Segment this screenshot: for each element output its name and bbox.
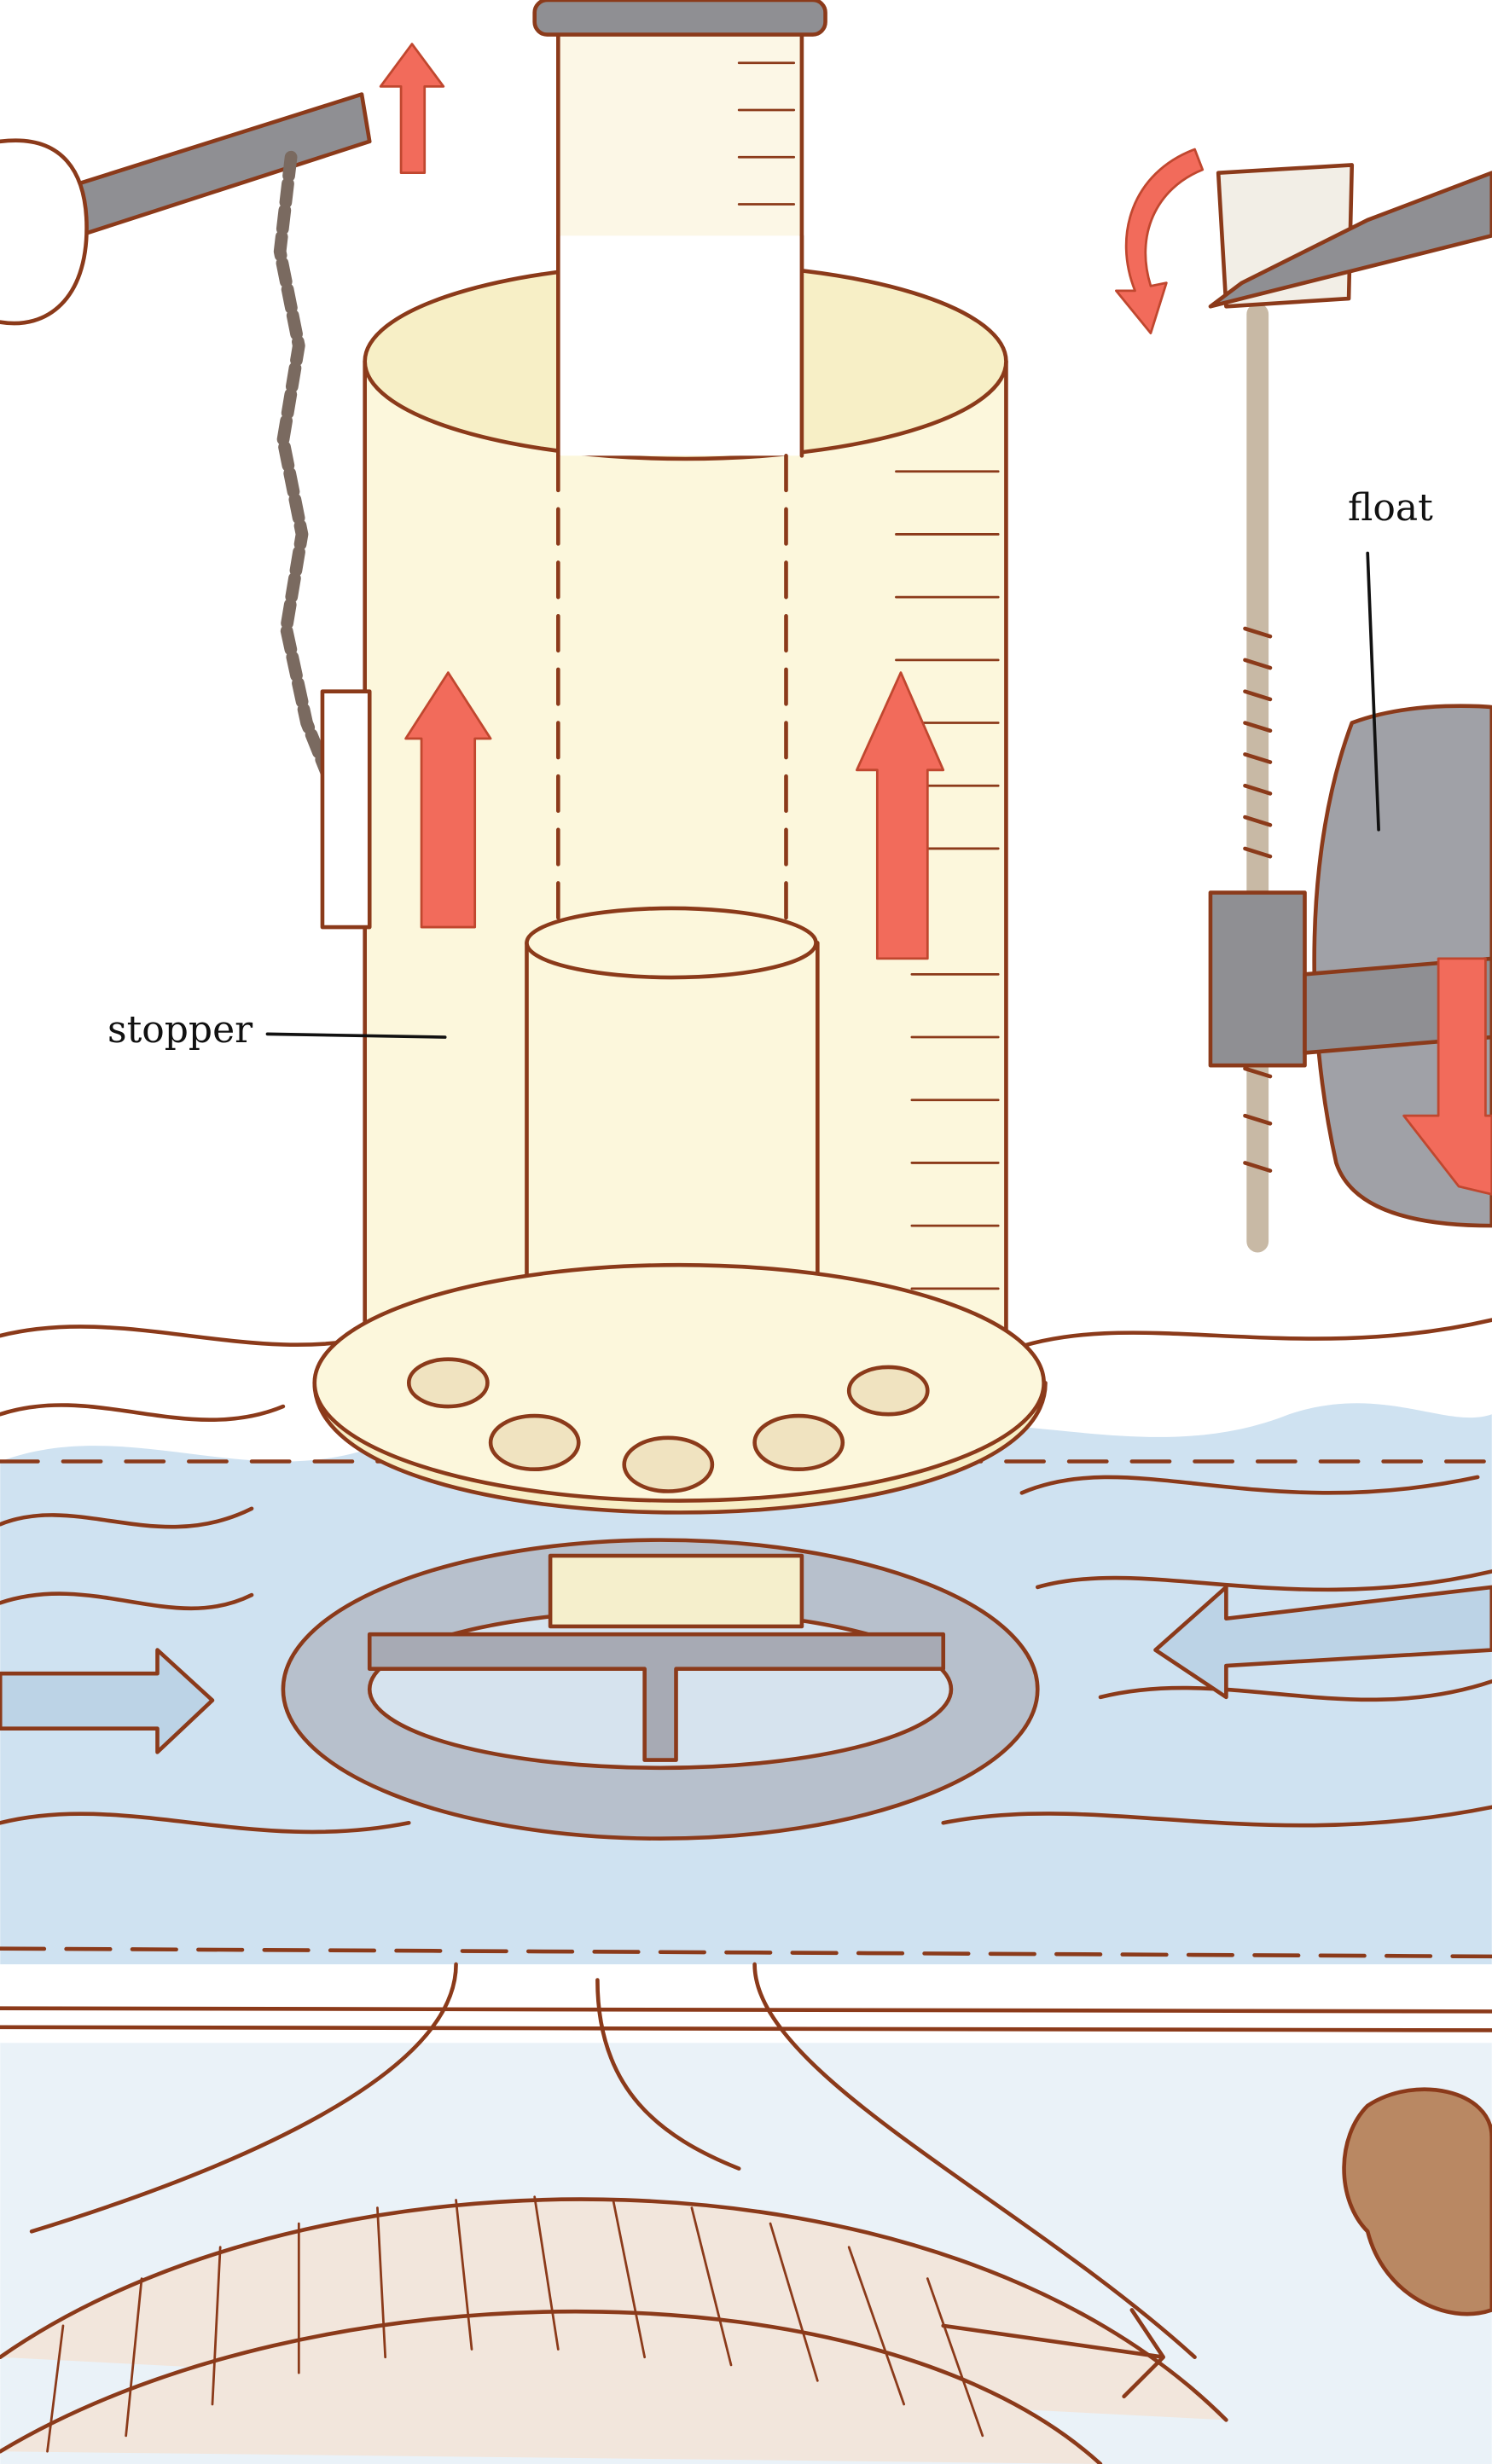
water-surface-line [0, 1318, 1492, 1354]
tank-bottom-line-2 [0, 2025, 1492, 2032]
overflow-tube-cap [532, 0, 827, 37]
stopper-leader-line [265, 1032, 447, 1039]
dashed-water-line [0, 1946, 1492, 1959]
bowl-rim-hatching [46, 2195, 984, 2453]
float-leader-line [1366, 551, 1380, 832]
lever-up-arrow [379, 43, 445, 175]
inflow-arrow-right [1153, 1585, 1492, 1700]
inner-tube-rim [525, 906, 818, 980]
bowl-rim [0, 2197, 1228, 2464]
stopper-up-arrow-right [856, 671, 945, 960]
stopper-up-arrow-left [404, 671, 492, 929]
bowl-jet-blob [1342, 2087, 1492, 2316]
overflow-tube-inner-edges [556, 234, 804, 458]
stopper-stem [548, 1553, 804, 1629]
flange-holes [406, 1357, 930, 1493]
water-currents [0, 1403, 1492, 1835]
tank-bottom-line [0, 2006, 1492, 2014]
stopper-label: stopper [107, 1008, 253, 1052]
stopper-cylinder-hatching [895, 470, 1000, 1290]
float-label: float [1348, 486, 1433, 530]
flow-arrow-bowl [941, 2308, 1165, 2399]
flush-lever-arm [61, 92, 372, 238]
inflow-arrow-left [0, 1648, 215, 1754]
refill-rotate-arrow [1115, 148, 1205, 334]
flow-lines [29, 1962, 1197, 2360]
overflow-tube-inner [558, 235, 802, 456]
chain-attachment [320, 689, 372, 930]
valve-crossbar [367, 1632, 946, 1762]
flush-handle-hub [0, 138, 89, 326]
refill-rod-thread [1243, 626, 1273, 1173]
hidden-tube-dashes [556, 454, 788, 930]
lift-chain [273, 150, 345, 809]
refill-arm [1208, 171, 1492, 309]
float-clip [1208, 890, 1307, 1068]
